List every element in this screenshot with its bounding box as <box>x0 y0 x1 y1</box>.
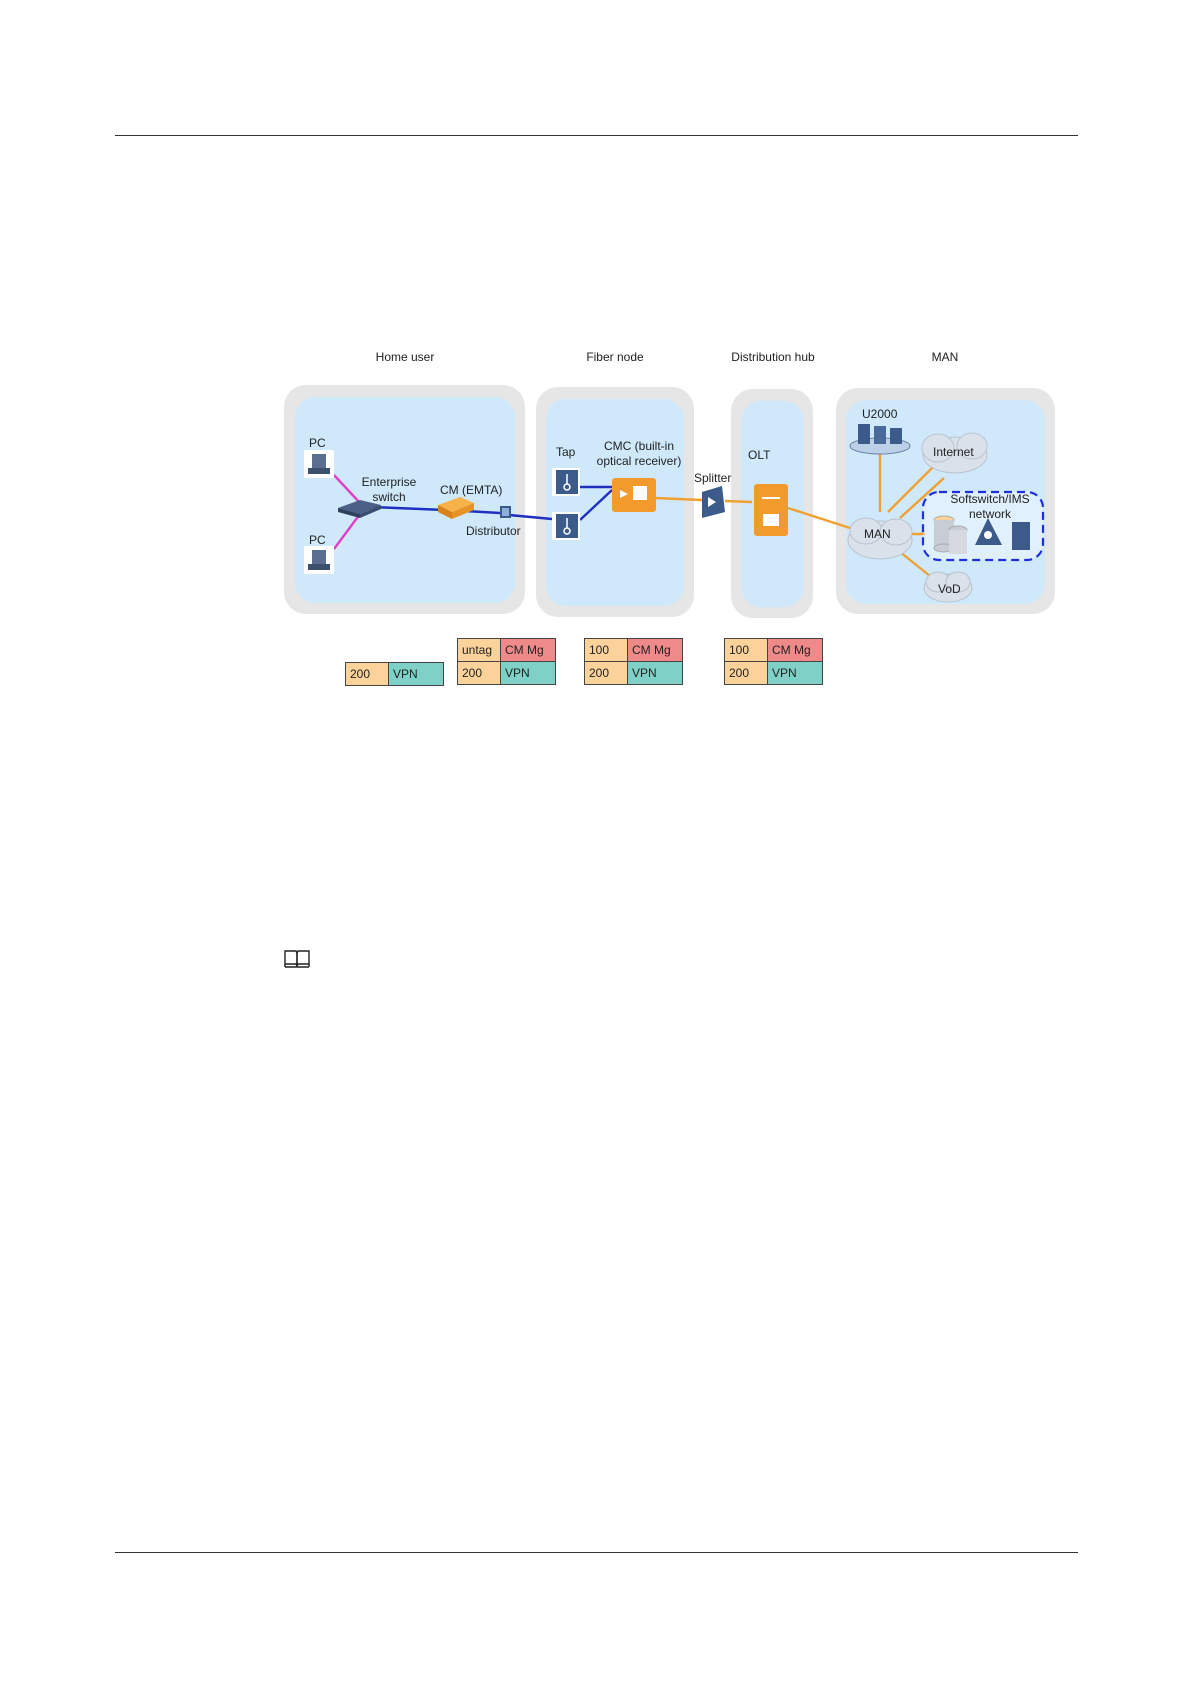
vlan-table-home-user: 200 VPN <box>345 662 444 686</box>
vlan-row: untag CM Mg <box>458 639 556 662</box>
pc-label: PC <box>309 533 326 547</box>
tap-icon <box>552 468 580 496</box>
vlan-row: 200 VPN <box>346 663 444 686</box>
vlan-row: 200 VPN <box>585 662 683 685</box>
vlan-row: 200 VPN <box>725 662 823 685</box>
enterprise-switch-label-line2: switch <box>372 490 405 504</box>
softswitch-label-line1: Softswitch/IMS <box>950 492 1029 506</box>
pc-label: PC <box>309 436 326 450</box>
service-cell: VPN <box>628 662 683 685</box>
u2000-label: U2000 <box>862 407 897 421</box>
vlan-row: 100 CM Mg <box>585 639 683 662</box>
service-cell: CM Mg <box>768 639 823 662</box>
service-cell: CM Mg <box>501 639 556 662</box>
cmc-label-line2: optical receiver) <box>597 454 682 468</box>
splitter-icon <box>702 486 725 518</box>
vlan-table-fiber-node: 100 CM Mg 200 VPN <box>584 638 683 685</box>
zone-title-distribution-hub: Distribution hub <box>731 350 814 364</box>
zone-title-man: MAN <box>932 350 959 364</box>
olt-label: OLT <box>748 448 770 462</box>
book-note-icon <box>285 951 309 967</box>
service-cell: VPN <box>501 662 556 685</box>
u2000-icon <box>850 424 910 454</box>
vlan-id-cell: 200 <box>585 662 628 685</box>
vlan-table-distribution-hub: 100 CM Mg 200 VPN <box>724 638 823 685</box>
tap-label: Tap <box>556 445 575 459</box>
zone-title-home-user: Home user <box>376 350 435 364</box>
cmc-label-line1: CMC (built-in <box>604 439 674 453</box>
vlan-row: 200 VPN <box>458 662 556 685</box>
enterprise-switch-label-line1: Enterprise <box>362 475 417 489</box>
link-splitter-olt <box>725 501 752 502</box>
vlan-id-cell: 200 <box>725 662 768 685</box>
cmc-icon <box>612 478 656 512</box>
vlan-id-cell: 100 <box>585 639 628 662</box>
service-cell: VPN <box>768 662 823 685</box>
vlan-row: 100 CM Mg <box>725 639 823 662</box>
man-cloud-label: MAN <box>864 527 891 541</box>
splitter-label: Splitter <box>694 471 731 485</box>
olt-icon <box>754 484 788 536</box>
service-cell: CM Mg <box>628 639 683 662</box>
service-cell: VPN <box>389 663 444 686</box>
softswitch-label-line2: network <box>969 507 1011 521</box>
zone-title-fiber-node: Fiber node <box>586 350 643 364</box>
cm-label: CM (EMTA) <box>440 483 502 497</box>
vlan-id-cell: untag <box>458 639 501 662</box>
vlan-id-cell: 200 <box>346 663 389 686</box>
vod-label: VoD <box>938 582 961 596</box>
distributor-icon <box>500 506 511 518</box>
internet-label: Internet <box>933 445 974 459</box>
vlan-id-cell: 200 <box>458 662 501 685</box>
pc-icon <box>304 450 334 478</box>
vlan-table-cm: untag CM Mg 200 VPN <box>457 638 556 685</box>
pc-icon <box>304 546 334 574</box>
tap-icon <box>552 512 580 540</box>
vlan-id-cell: 100 <box>725 639 768 662</box>
distributor-label: Distributor <box>466 524 521 538</box>
